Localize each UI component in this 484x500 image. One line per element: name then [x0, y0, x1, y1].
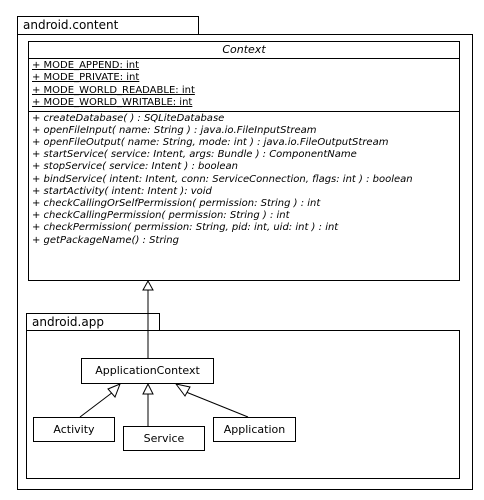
generalization-arrowhead-service: [142, 382, 154, 395]
generalization-line-application: [185, 391, 249, 418]
generalization-line-activity: [79, 391, 114, 418]
attribute-mode-private: + MODE_PRIVATE: int: [32, 72, 140, 84]
generalization-arrowhead-application: [174, 383, 191, 397]
class-application-label: Application: [223, 423, 286, 436]
class-application-context: ApplicationContext: [81, 358, 214, 384]
context-operations: + createDatabase( ) : SQLiteDatabase + o…: [29, 112, 459, 247]
attribute-mode-world-readable: + MODE_WORLD_READABLE: int: [32, 84, 195, 96]
class-application: Application: [213, 417, 296, 442]
attribute-mode-world-writable: + MODE_WORLD_WRITABLE: int: [32, 97, 193, 109]
operation-start-activity: + startActivity( intent: Intent ): void: [32, 185, 212, 197]
class-service-label: Service: [143, 432, 185, 445]
context-class: Context + MODE_APPEND: int + MODE_PRIVAT…: [28, 41, 460, 281]
operation-open-file-input: + openFileInput( name: String ) : java.i…: [32, 124, 317, 136]
context-attributes: + MODE_APPEND: int + MODE_PRIVATE: int +…: [29, 59, 459, 112]
package-name-android-content: android.content: [23, 18, 119, 32]
operation-check-calling-or-self-permission: + checkCallingOrSelfPermission( permissi…: [32, 198, 321, 210]
package-name-android-app: android.app: [32, 315, 104, 329]
operation-check-calling-permission: + checkCallingPermission( permission: St…: [32, 210, 290, 222]
generalization-arrowhead-activity: [107, 383, 121, 398]
operation-create-database: + createDatabase( ) : SQLiteDatabase: [32, 112, 225, 124]
class-activity: Activity: [33, 417, 115, 442]
operation-get-package-name: + getPackageName() : String: [32, 234, 179, 246]
operation-open-file-output: + openFileOutput( name: String, mode: in…: [32, 137, 389, 149]
operation-stop-service: + stopService( service: Intent ) : boole…: [32, 161, 238, 173]
class-activity-label: Activity: [53, 423, 95, 436]
operation-check-permission: + checkPermission( permission: String, p…: [32, 222, 339, 234]
context-class-title: Context: [29, 42, 459, 59]
class-application-context-label: ApplicationContext: [95, 364, 200, 377]
operation-bind-service: + bindService( intent: Intent, conn: Ser…: [32, 173, 413, 185]
operation-start-service: + startService( service: Intent, args: B…: [32, 149, 357, 161]
generalization-arrowhead-context: [142, 279, 154, 291]
package-android-app: [26, 330, 460, 479]
class-service: Service: [123, 426, 205, 451]
attribute-mode-append: + MODE_APPEND: int: [32, 60, 140, 71]
